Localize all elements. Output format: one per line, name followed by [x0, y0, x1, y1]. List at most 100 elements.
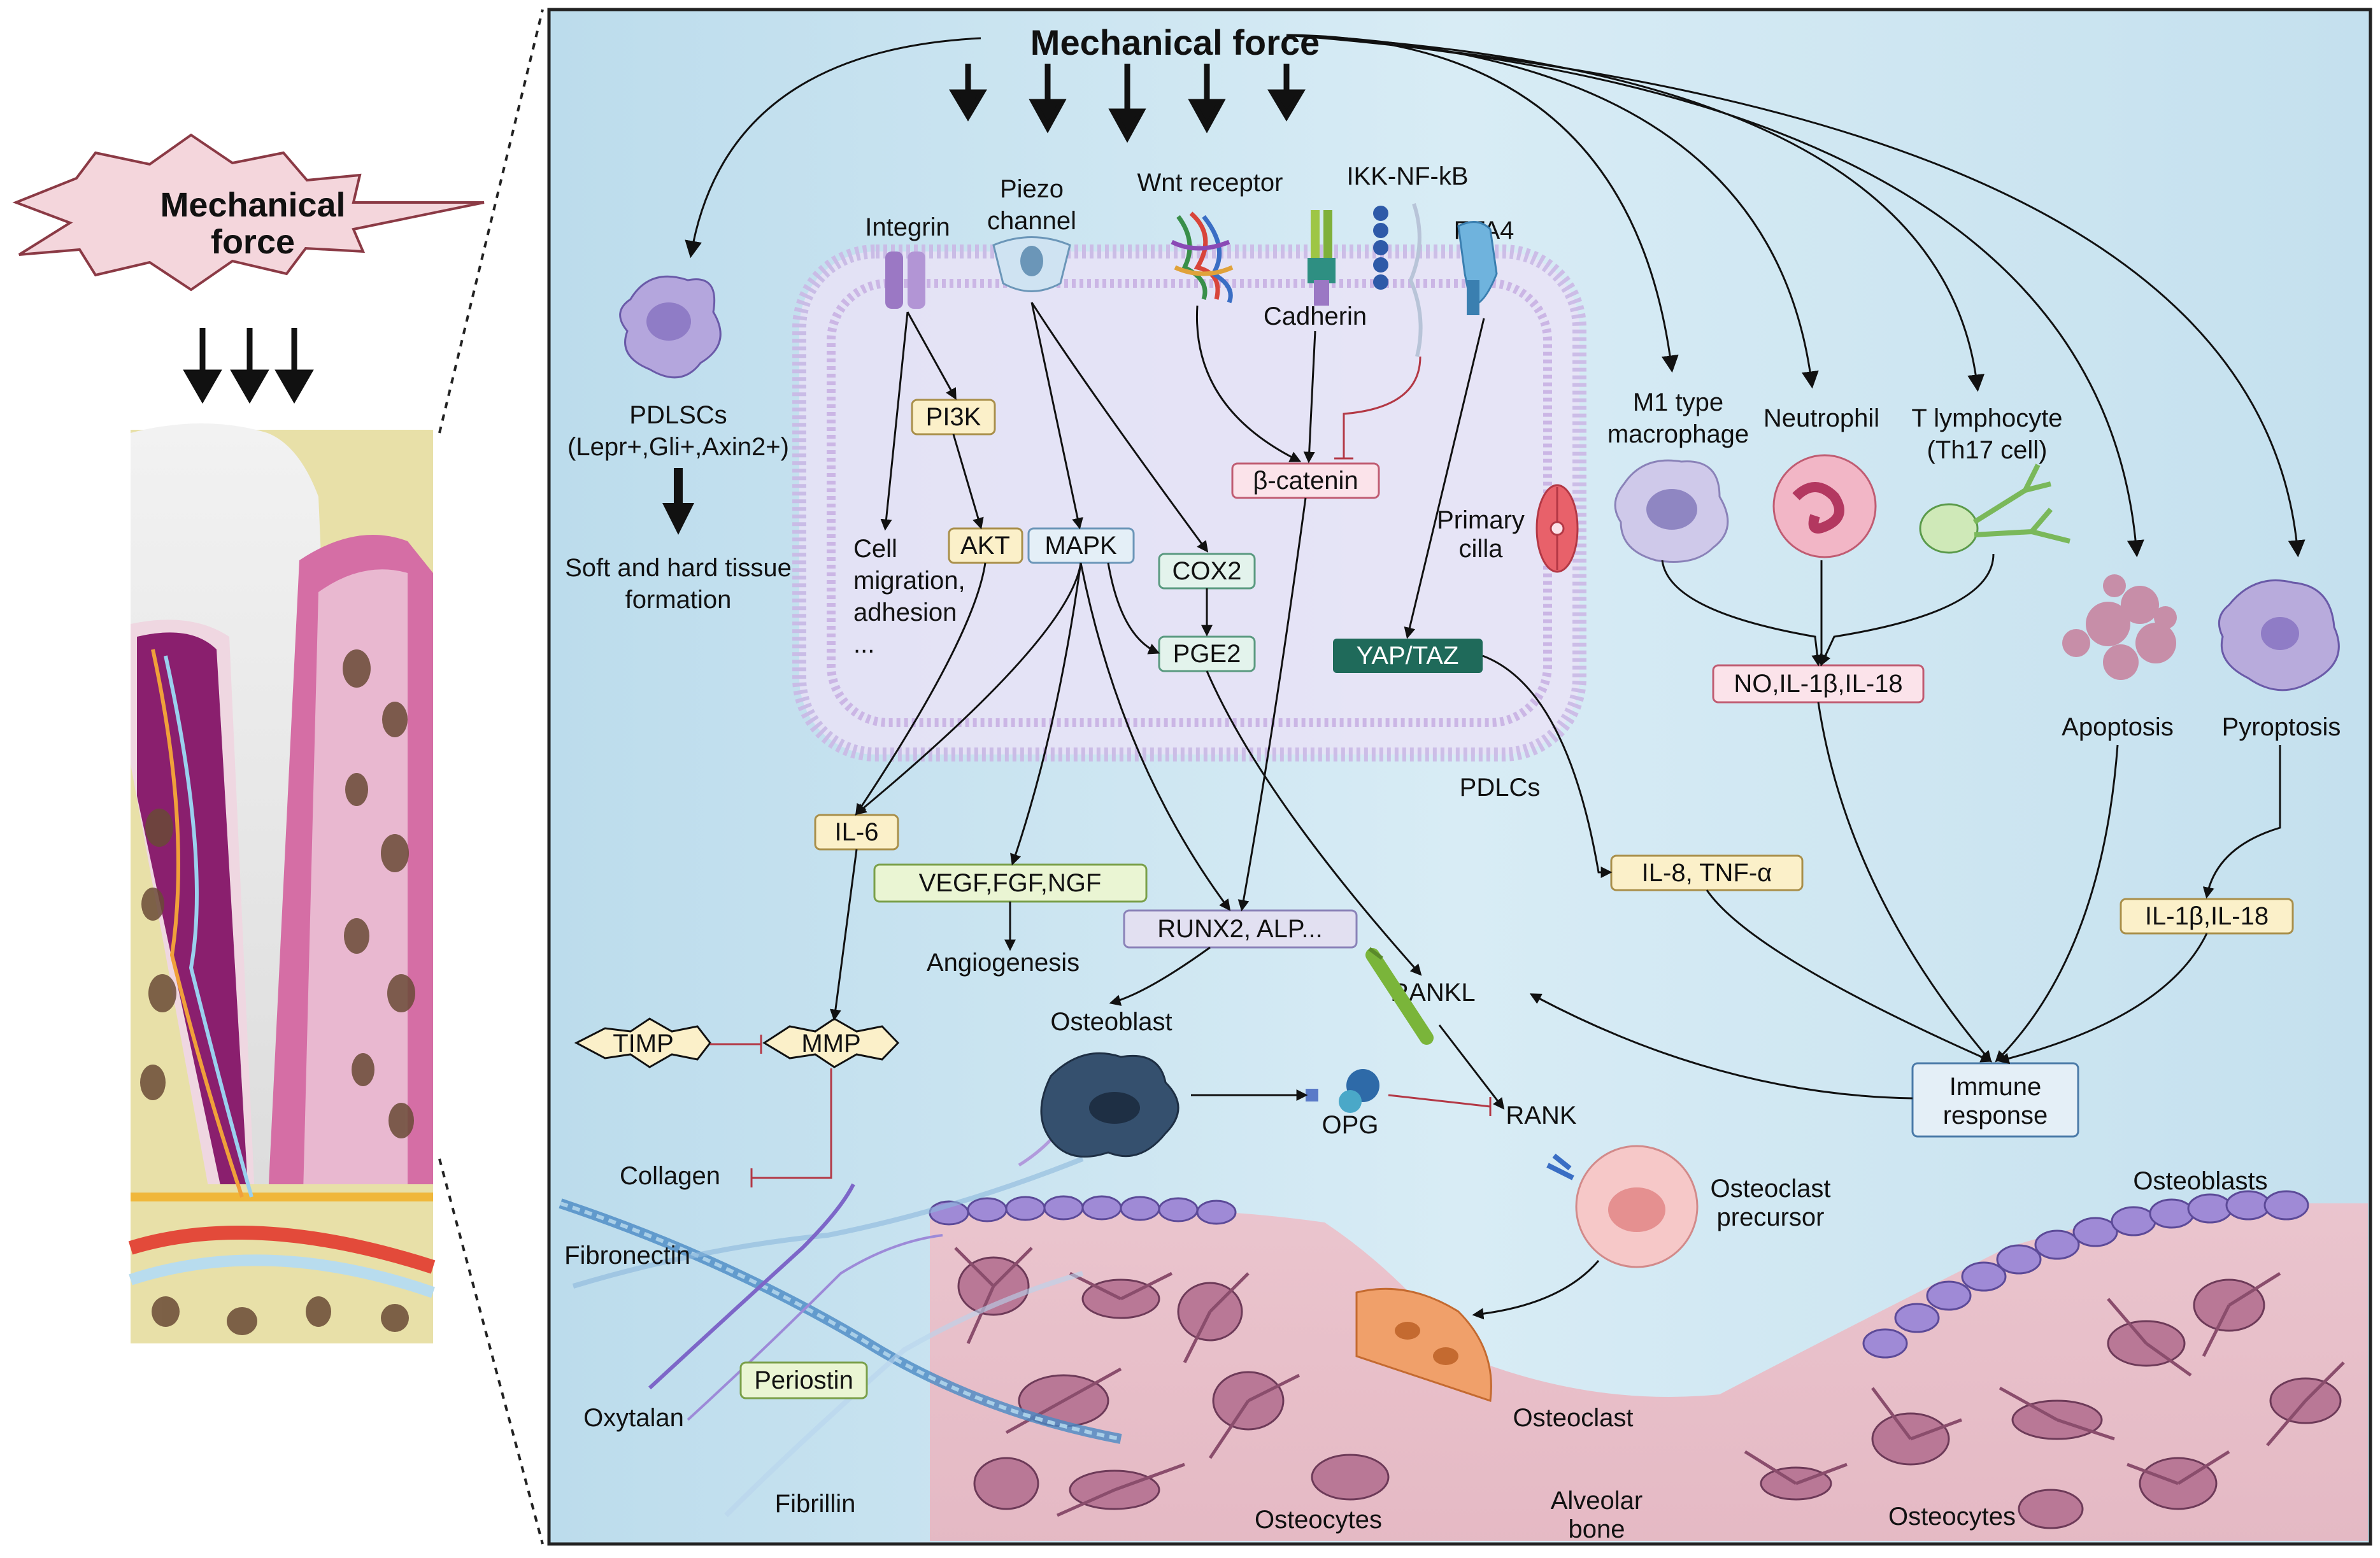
left-force-line2: force [211, 223, 295, 261]
left-force-arrows [183, 328, 314, 404]
pdlcs-label: PDLCs [1460, 774, 1541, 802]
cell-migration-2: migration, [853, 567, 966, 595]
main-panel: Mechanical force PDLSCs (Lepr+,Gli+,Axin… [547, 8, 2372, 1546]
pathway-arrows [829, 302, 2281, 1320]
ecm-fibers [559, 1082, 1122, 1517]
ikk-nfkb-label: IKK-NF-kB [1346, 162, 1468, 190]
osteoblast-icon [1040, 1052, 1179, 1158]
box-mapk: MAPK [1027, 527, 1135, 564]
box-no-il: NO,IL-1β,IL-18 [1712, 664, 1925, 704]
opg-label: OPG [1322, 1111, 1379, 1139]
box-akt: AKT [948, 527, 1023, 564]
neutrophil-icon [1772, 454, 1877, 558]
svg-text:VEGF,FGF,NGF: VEGF,FGF,NGF [919, 869, 1102, 897]
opg-icon [1306, 1069, 1379, 1113]
mmp-burst: MMP [762, 1017, 900, 1068]
fta4-icon [1457, 221, 1498, 315]
svg-text:COX2: COX2 [1172, 557, 1242, 585]
ikk-nfkb-icon [1373, 203, 1423, 357]
m1-macrophage-icon [1614, 459, 1729, 563]
angiogenesis-label: Angiogenesis [927, 949, 1080, 977]
t-lymphocyte-icon [1919, 464, 2070, 554]
pdlscs-arrow [662, 468, 694, 535]
box-runx2: RUNX2, ALP... [1123, 909, 1358, 949]
box-yap-taz: YAP/TAZ [1333, 639, 1483, 673]
svg-text:RUNX2, ALP...: RUNX2, ALP... [1157, 915, 1322, 943]
rank-label: RANK [1506, 1101, 1576, 1130]
svg-text:TIMP: TIMP [613, 1030, 674, 1058]
osteoblast-lining-right [1862, 1190, 2309, 1359]
t-lymphocyte-label-1: T lymphocyte [1911, 404, 2062, 432]
box-cox2: COX2 [1158, 553, 1256, 590]
box-il1b: IL-1β,IL-18 [2120, 898, 2294, 935]
pdlsc-cell-icon [619, 275, 722, 379]
svg-text:YAP/TAZ: YAP/TAZ [1357, 642, 1459, 670]
wnt-receptor-icon [1171, 211, 1234, 304]
primary-cilia-label-1: Primary [1437, 506, 1525, 534]
main-force-arrows [949, 64, 1306, 143]
osteocytes-left-label: Osteocytes [1255, 1506, 1382, 1534]
force-curves [685, 34, 2305, 558]
cell-migration-3: adhesion [853, 598, 957, 627]
alveolar-label-2: bone [1569, 1515, 1625, 1543]
collagen-label: Collagen [620, 1162, 720, 1190]
cell-migration-1: Cell [853, 535, 897, 563]
osteoclast-precursor-label-2: precursor [1717, 1203, 1825, 1231]
box-pi3k: PI3K [911, 399, 996, 436]
pdlscs-markers: (Lepr+,Gli+,Axin2+) [567, 433, 789, 461]
svg-text:β-catenin: β-catenin [1253, 467, 1358, 495]
m1-label-2: macrophage [1607, 420, 1749, 448]
svg-text:MAPK: MAPK [1044, 532, 1117, 560]
svg-text:IL-8, TNF-α: IL-8, TNF-α [1642, 859, 1772, 887]
m1-label-1: M1 type [1633, 388, 1723, 416]
svg-text:IL-6: IL-6 [835, 818, 879, 846]
box-periostin: Periostin [739, 1361, 868, 1399]
fibronectin-label: Fibronectin [564, 1242, 690, 1270]
oxytalan-label: Oxytalan [583, 1404, 684, 1432]
mechanical-force-burst [12, 133, 485, 292]
box-vegf: VEGF,FGF,NGF [873, 863, 1148, 903]
svg-text:Immune: Immune [1949, 1073, 2042, 1101]
pyroptosis-icon [2218, 579, 2340, 691]
pdlscs-label: PDLSCs [629, 401, 727, 429]
left-force-line1: Mechanical [160, 186, 345, 224]
tooth-illustration [128, 423, 436, 1344]
cell-migration-4: ... [853, 630, 874, 658]
svg-text:MMP: MMP [801, 1030, 860, 1058]
apoptosis-label: Apoptosis [2062, 713, 2174, 741]
box-beta-catenin: β-catenin [1231, 462, 1380, 499]
svg-text:PI3K: PI3K [926, 403, 981, 431]
svg-text:NO,IL-1β,IL-18: NO,IL-1β,IL-18 [1734, 670, 1902, 698]
box-il6: IL-6 [814, 814, 899, 851]
svg-text:Periostin: Periostin [754, 1366, 853, 1394]
osteoblast-lining-left [929, 1195, 1237, 1226]
svg-text:IL-1β,IL-18: IL-1β,IL-18 [2145, 902, 2269, 930]
alveolar-label-1: Alveolar [1551, 1487, 1643, 1515]
alveolar-bone-region [930, 1202, 2368, 1541]
wnt-receptor-label: Wnt receptor [1137, 169, 1283, 197]
t-lymphocyte-label-2: (Th17 cell) [1927, 436, 2048, 464]
main-force-title: Mechanical force [1030, 22, 1320, 62]
osteoclast-precursor-icon [1546, 1145, 1699, 1268]
cadherin-label: Cadherin [1264, 302, 1367, 330]
fibrillin-label: Fibrillin [775, 1490, 856, 1518]
integrin-icon [885, 251, 925, 309]
pyroptosis-label: Pyroptosis [2222, 713, 2341, 741]
osteocytes-right-label: Osteocytes [1888, 1503, 2016, 1531]
rankl-icon [1365, 947, 1434, 1045]
left-panel: Mechanical force [12, 9, 544, 1545]
neutrophil-label: Neutrophil [1764, 404, 1879, 432]
primary-cilia-icon [1536, 484, 1579, 573]
osteoclast-icon [1355, 1287, 1492, 1403]
inhibition-lines [710, 356, 1492, 1187]
svg-text:AKT: AKT [960, 532, 1010, 560]
osteoclast-label: Osteoclast [1513, 1404, 1634, 1432]
tissue-formation-line1: Soft and hard tissue [565, 554, 792, 582]
timp-burst: TIMP [574, 1017, 711, 1068]
piezo-icon [992, 236, 1071, 292]
svg-text:response: response [1943, 1101, 2048, 1130]
osteoblast-label: Osteoblast [1050, 1008, 1172, 1036]
piezo-label-2: channel [987, 207, 1076, 235]
